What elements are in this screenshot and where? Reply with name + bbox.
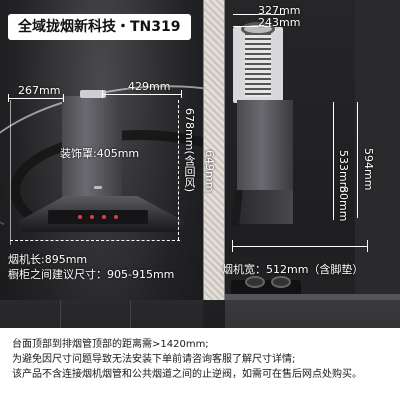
note-line-3: 该产品不含连接烟机烟管和公共烟道之间的止逆阀，如需可在售后网点处购买。 [12, 369, 362, 380]
cabinet-size-label: 橱柜之间建议尺寸：905-915mm [8, 268, 175, 281]
dim-594-label: 594mm [362, 148, 375, 191]
dim-line-width [232, 246, 368, 247]
control-panel [48, 210, 148, 224]
note-line-2: 为避免因尺寸问题导致无法安装下单前请咨询客服了解尺寸详情; [12, 354, 296, 365]
dim-line-533 [333, 102, 334, 190]
dim-guide [10, 100, 11, 245]
note-line-1: 台面顶部到排烟管顶部的距离需>1420mm; [12, 339, 209, 350]
dim-line-594 [357, 102, 358, 218]
range-hood-side [237, 190, 293, 224]
dim-327-label: 327mm [258, 4, 301, 17]
dim-678-label: 678mm(含回风) [183, 108, 196, 193]
cover-dimension-label: 装饰罩:405mm [60, 147, 140, 160]
dim-line-678 [178, 100, 179, 240]
dim-649-label: 649mm [203, 150, 216, 193]
dim-line-length [10, 240, 180, 241]
dim-533-label: 533mm [337, 150, 350, 193]
hood-chimney [62, 90, 122, 214]
dim-429-label: 429mm [128, 80, 171, 93]
width-label: 烟机宽：512mm（含脚垫） [222, 263, 364, 276]
countertop [225, 294, 400, 302]
wall-section [203, 0, 225, 300]
wall-background [355, 0, 400, 300]
dim-line-243 [233, 26, 271, 27]
control-light [78, 215, 82, 219]
control-light [90, 215, 94, 219]
product-title: 全域拢烟新科技・TN319 [8, 14, 191, 40]
dim-243-label: 243mm [258, 16, 301, 29]
dim-line-267 [8, 98, 64, 99]
dim-tick [63, 94, 64, 102]
length-label: 烟机长:895mm [8, 253, 88, 266]
installation-notes: 台面顶部到排烟管顶部的距离需>1420mm; 为避免因尺寸问题导致无法安装下单前… [0, 328, 400, 400]
dim-tick [102, 90, 103, 98]
dim-80-label: 80mm [337, 186, 350, 222]
dim-tick [367, 240, 368, 252]
gas-stove [231, 276, 301, 296]
dim-267-label: 267mm [18, 84, 61, 97]
dim-line-429 [102, 94, 182, 95]
dim-tick [232, 240, 233, 252]
dim-line-327 [233, 14, 285, 15]
dim-line-80 [333, 190, 334, 220]
hood-chimney-side [237, 100, 293, 196]
duct-pipe [245, 33, 271, 97]
dim-tick [181, 90, 182, 98]
brand-logo-mark [94, 186, 102, 189]
control-light [114, 215, 118, 219]
dim-tick [8, 94, 9, 102]
control-light [102, 215, 106, 219]
